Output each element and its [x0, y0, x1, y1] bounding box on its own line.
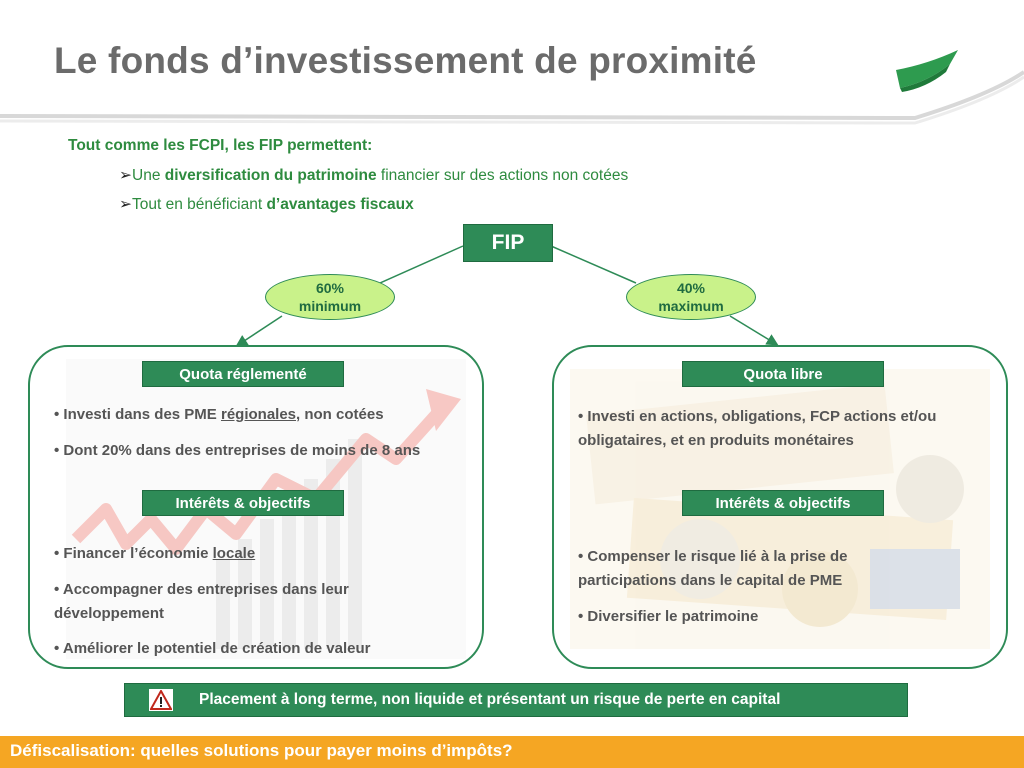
oval-percent: 40% [676, 280, 706, 296]
label-interets-objectifs-left: Intérêts & objectifs [142, 490, 344, 516]
left-panel: Quota réglementé • Investi dans des PME … [28, 345, 484, 669]
right-item-investi: • Investi en actions, obligations, FCP a… [578, 408, 937, 449]
right-panel: Quota libre • Investi en actions, obliga… [552, 345, 1008, 669]
left-item-financer: • Financer l’économie locale [54, 542, 454, 566]
footer-text: Défiscalisation: quelles solutions pour … [10, 741, 513, 760]
bullet-bold: diversification du patrimoine [164, 167, 377, 184]
oval-label: minimum [298, 298, 362, 314]
bullet-text: Une [132, 167, 165, 184]
page-title: Le fonds d’investissement de proximité [54, 40, 757, 81]
label-interets-objectifs-right: Intérêts & objectifs [682, 490, 884, 516]
item-text: , non cotées [296, 406, 384, 423]
label-quota-reglemente: Quota réglementé [142, 361, 344, 387]
item-underlined: locale [212, 545, 256, 562]
intro-text: Tout comme les FCPI, les FIP permettent: [68, 137, 373, 154]
footer-bar: Défiscalisation: quelles solutions pour … [0, 736, 1024, 768]
right-item-diversifier: • Diversifier le patrimoine [578, 608, 759, 625]
warning-text: Placement à long terme, non liquide et p… [199, 691, 781, 708]
left-item-20-percent: • Dont 20% dans des entreprises de moins… [54, 442, 421, 459]
oval-percent: 60% [315, 280, 345, 296]
header: Le fonds d’investissement de proximité [0, 0, 1024, 128]
item-underlined: régionales [220, 406, 297, 423]
item-text: • Investi dans des PME [54, 406, 221, 423]
bullet-avantages: ➢Tout en bénéficiant d’avantages fiscaux [119, 195, 414, 214]
oval-60-minimum: 60% minimum [265, 274, 395, 320]
arrow-bullet-icon: ➢ [119, 196, 132, 213]
left-item-ameliorer: • Améliorer le potentiel de création de … [54, 640, 371, 657]
bullet-text: Tout en bénéficiant [132, 196, 267, 213]
left-item-regionales: • Investi dans des PME régionales, non c… [54, 403, 454, 427]
green-swoosh-logo [896, 50, 958, 92]
bullet-bold: d’avantages fiscaux [266, 196, 414, 213]
item-text: • Financer l’économie [54, 545, 213, 562]
bullet-diversification: ➢Une diversification du patrimoine finan… [119, 166, 628, 185]
right-item-compenser: • Compenser le risque lié à la prise de … [578, 548, 848, 589]
arrow-bullet-icon: ➢ [119, 167, 132, 184]
warning-bar: Placement à long terme, non liquide et p… [124, 683, 908, 717]
bullet-text: financier sur des actions non cotées [376, 167, 629, 184]
oval-40-maximum: 40% maximum [626, 274, 756, 320]
label-quota-libre: Quota libre [682, 361, 884, 387]
warning-triangle-icon [149, 689, 173, 711]
fip-box: FIP [463, 224, 553, 262]
header-swoosh [0, 0, 1024, 125]
left-item-accompagner: • Accompagner des entreprises dans leur … [54, 581, 349, 622]
oval-label: maximum [658, 298, 724, 314]
